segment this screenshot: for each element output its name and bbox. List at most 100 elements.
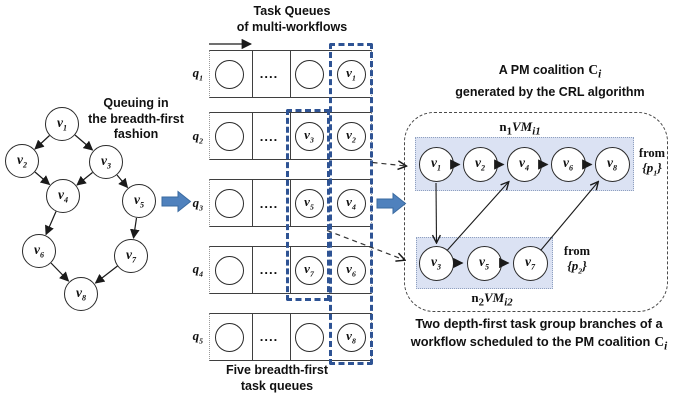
queue-slot-cell4-q1: v1 [336, 59, 366, 89]
cell-divider [290, 113, 292, 159]
dag-edge-v2-v4 [34, 171, 51, 186]
vm1-label: n1VMi1 [499, 119, 541, 138]
task-label: v4 [518, 155, 530, 173]
task-label: v1 [430, 155, 442, 173]
queue-ellipsis: .... [259, 329, 279, 344]
dag-caption-line1: Queuing in [103, 96, 169, 110]
vm2-node-v3: v3 [418, 245, 454, 281]
queue-label-q4: q4 [192, 261, 203, 279]
vm2-node-v5: v5 [466, 245, 502, 281]
task-label: v2 [346, 126, 356, 145]
processor-set: {p2} [567, 258, 587, 276]
queue-ellipsis: .... [259, 262, 279, 277]
cell-divider [290, 180, 292, 226]
processor-set: {p1} [642, 160, 662, 178]
task-label: v7 [304, 260, 314, 279]
cell-divider [252, 314, 254, 360]
queue-slot-cell3-q4: v7 [294, 255, 324, 285]
node-label: v3 [100, 152, 112, 171]
dag-caption: Queuing in the breadth-first fashion [76, 96, 196, 143]
pm-title-line2: generated by the CRL algorithm [455, 84, 645, 99]
from-word: from [563, 244, 591, 258]
task-label: v2 [474, 155, 486, 173]
vm1-source-label: from {p1} [630, 146, 674, 177]
dag-caption-line2: the breadth-first [88, 111, 184, 126]
dag-edge-v3-v4 [76, 172, 93, 186]
queue-ellipsis: .... [259, 129, 279, 144]
cell-divider [290, 51, 292, 97]
dag-node-v2: v2 [5, 144, 39, 178]
node-label: v2 [16, 151, 28, 170]
node-label: v8 [75, 284, 87, 303]
dag-node-v4: v4 [46, 179, 80, 213]
node-label: v6 [33, 241, 45, 260]
queues-caption-line1: Five breadth-first [225, 363, 329, 377]
coalition-symbol: Ci [654, 333, 668, 353]
cell-divider [252, 113, 254, 159]
queues-caption-line2: task queues [240, 378, 314, 393]
dag-edge-v3-v5 [116, 174, 129, 189]
queue-label-q2: q2 [192, 128, 203, 146]
queue-slot-cell3-q3: v5 [294, 188, 324, 218]
node-label: v7 [125, 246, 137, 265]
vm1-node-v8: v8 [594, 147, 630, 182]
task-label: v7 [524, 253, 536, 272]
dag-edge-v4-v6 [45, 211, 57, 236]
dag-caption-line3: fashion [113, 127, 159, 141]
queue-label-q3: q3 [192, 195, 203, 213]
from-word: from [638, 146, 666, 160]
queue-slot-empty [214, 188, 244, 218]
queue-slot-cell3-q2: v3 [294, 121, 324, 151]
vm2-label: n2VMi2 [471, 290, 513, 309]
coalition-symbol: Ci [588, 62, 602, 81]
task-label: v6 [562, 155, 574, 173]
dag-node-v5: v5 [122, 184, 156, 218]
dag-node-v7: v7 [114, 239, 148, 273]
dag-node-v3: v3 [89, 145, 123, 179]
pm-caption: Two depth-first task group branches of a… [400, 315, 678, 356]
queue-slot-cell3-q5 [294, 322, 324, 352]
dag-edge-v1-v2 [34, 135, 50, 150]
queue-slot-cell4-q3: v4 [336, 188, 366, 218]
queue-slot-empty [214, 59, 244, 89]
queue-ellipsis: .... [259, 66, 279, 81]
queue-slot-cell4-q5: v8 [336, 322, 366, 352]
queues-title: Task Queues of multi-workflows [208, 4, 376, 35]
dag-node-v1: v1 [45, 107, 79, 141]
dag-node-v8: v8 [64, 277, 98, 311]
cell-divider [252, 180, 254, 226]
vm1-node-v6: v6 [550, 147, 586, 182]
queue-to-vm1-connector [372, 163, 407, 167]
queue-label-q1: q1 [192, 65, 203, 83]
task-label: v8 [346, 327, 356, 346]
queues-title-line2: of multi-workflows [236, 19, 348, 34]
task-label: v3 [304, 126, 314, 145]
vm1-node-v2: v2 [462, 147, 498, 182]
task-label: v4 [346, 193, 356, 212]
vm1-node-v1: v1 [418, 147, 454, 182]
flow-arrow-icon-right [376, 192, 407, 215]
depth-first-branch1-selection-box [329, 43, 373, 365]
queue-slot-empty [214, 255, 244, 285]
cell-divider [252, 247, 254, 293]
node-label: v1 [56, 114, 68, 133]
task-label: v5 [478, 253, 490, 272]
queue-slot-cell4-q2: v2 [336, 121, 366, 151]
task-label: v5 [304, 193, 314, 212]
task-label: v8 [606, 155, 618, 173]
dag-edge-v7-v8 [94, 265, 118, 284]
cell-divider [252, 51, 254, 97]
node-label: v4 [57, 186, 69, 205]
queue-slot-empty [214, 322, 244, 352]
task-label: v1 [346, 64, 356, 83]
queue-slot-cell3-q1 [294, 59, 324, 89]
queues-title-line1: Task Queues [253, 4, 331, 18]
vm1-node-v4: v4 [506, 147, 542, 182]
dag-node-v6: v6 [22, 234, 56, 268]
task-label: v3 [430, 253, 442, 272]
queue-ellipsis: .... [259, 196, 279, 211]
